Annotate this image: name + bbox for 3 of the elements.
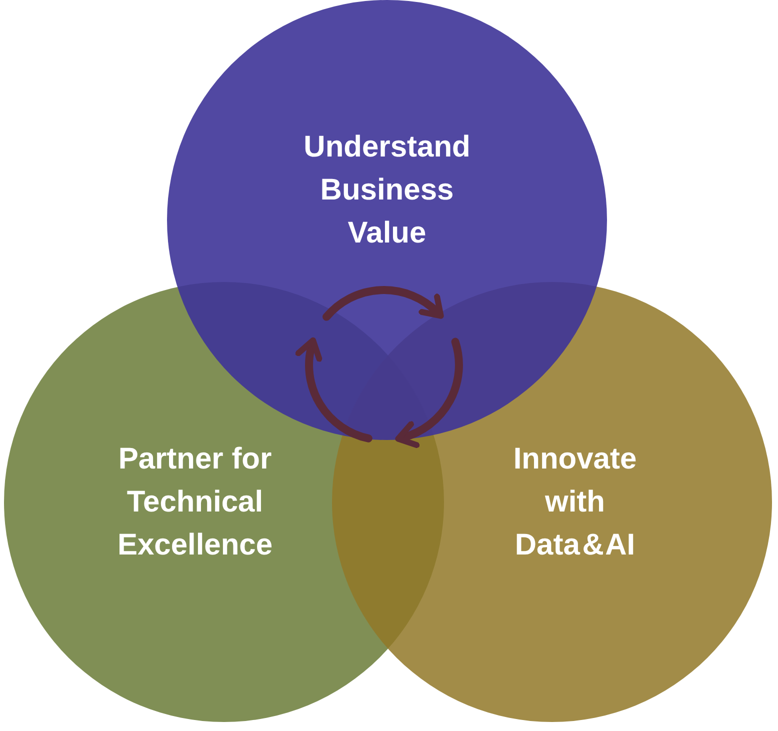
circle-label: Partner for Technical Excellence — [116, 442, 274, 564]
circle-label: Innovate with Data & AI — [512, 442, 638, 564]
circle-label: Understand Business Value — [302, 130, 472, 252]
